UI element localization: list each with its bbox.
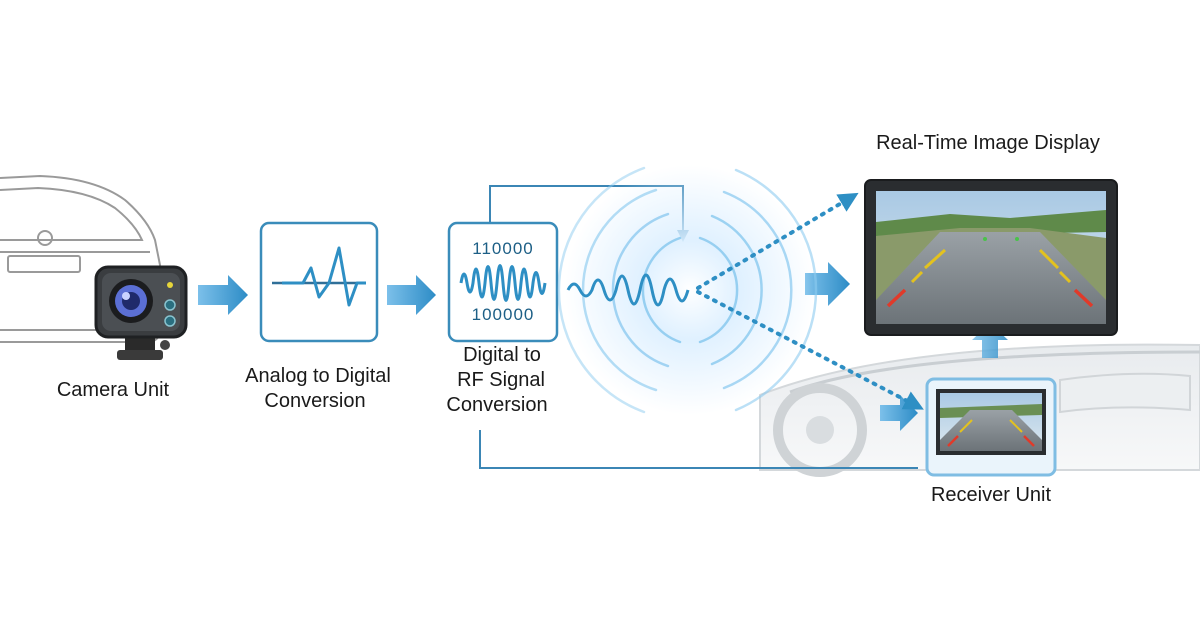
binary-top: 110000 — [472, 239, 533, 258]
receiver-unit-label: Receiver Unit — [931, 484, 1051, 506]
rf-label-line3: Conversion — [446, 394, 547, 416]
adc-label-line1: Analog to Digital — [245, 365, 391, 387]
rf-label-line1: Digital to — [463, 344, 541, 366]
monitor-icon — [864, 179, 1118, 336]
signal-rings-icon — [557, 165, 818, 415]
rf-box: 110000 100000 — [447, 221, 559, 343]
flow-arrow-2 — [387, 275, 436, 315]
rf-output-wave — [566, 273, 690, 307]
analog-wave-icon — [281, 246, 366, 307]
display-title: Real-Time Image Display — [876, 132, 1100, 154]
adc-box — [259, 221, 379, 343]
binary-bottom: 100000 — [472, 305, 535, 324]
adc-label-line2: Conversion — [264, 390, 365, 412]
rf-label-line2: RF Signal — [457, 369, 545, 391]
camera-icon — [94, 265, 188, 360]
camera-unit-label: Camera Unit — [57, 379, 170, 401]
rf-wave-icon — [459, 264, 547, 302]
connector-bottom — [479, 430, 918, 469]
wireless-beams — [696, 192, 924, 410]
flow-arrow-1 — [198, 275, 248, 315]
receiver-screen-icon — [925, 377, 1057, 477]
